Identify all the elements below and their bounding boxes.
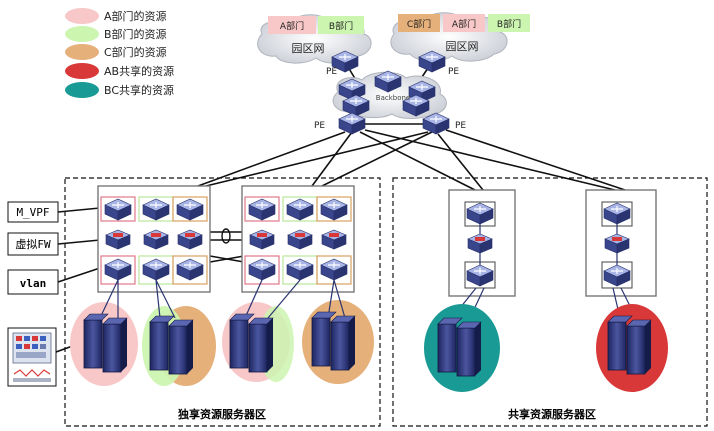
link-pe-right-block2 [321,131,433,187]
link-pe-left-block2 [311,131,353,187]
exclusive-zone-border [64,177,381,427]
legend: A部门的资源 B部门的资源 C部门的资源 AB共享的资源 BC共享的资源 [65,8,174,98]
server-ab-shared-icon [607,315,652,375]
campus-left-dept-a: A部门 [280,20,304,32]
link-pe-left-block1 [197,131,346,187]
campus-right-dept-b-box [488,14,530,32]
shared-zone-border [392,177,708,427]
legend-label-b: B部门的资源 [104,27,167,41]
shared-stack-1 [448,189,516,297]
side-labels: M_VPF 虚拟FW vlan [7,201,59,387]
shared-zone: 共享资源服务器区 [392,177,708,427]
campus-right-dept-a-box [443,14,485,32]
monitor-icon [7,327,57,387]
link-vpf [57,207,101,213]
pe-right-label: PE [455,121,466,131]
legend-label-c: C部门的资源 [104,45,167,59]
aggregation-pes: PE PE [314,112,466,135]
campus-right-dept-b: B部门 [497,18,521,30]
side-label-vpf: M_VPF [16,206,49,219]
campus-right-pe-label: PE [448,67,459,77]
link-pe-right-shared1 [437,133,484,191]
side-label-fw-box [7,232,59,256]
core-label: Backbone [376,94,410,102]
server-a-1-icon [83,313,128,373]
campus-cloud-left: A部门 B部门 园区网 PE [257,14,372,77]
core-cloud: Backbone [332,70,447,119]
shared-zone-title: 共享资源服务器区 [508,407,596,421]
legend-item-bc: BC共享的资源 [65,82,174,98]
switch-block-1 [97,185,211,293]
campus-left-name: 园区网 [292,42,325,55]
legend-swatch-c [65,44,99,60]
pe-left-label: PE [314,121,325,131]
legend-swatch-ab [65,63,99,79]
link-fw [57,239,101,245]
links [55,61,626,353]
server-bc-1-icon [149,315,194,375]
campus-right-dept-c: C部门 [407,18,431,30]
link-pe-left-shared1 [359,131,476,191]
side-label-vlan: vlan [20,277,47,290]
legend-item-ab: AB共享的资源 [65,63,174,79]
server-bc-shared-icon [437,317,482,377]
side-label-vpf-box [7,201,59,223]
campus-right-dept-c-box [398,14,440,32]
campus-left-dept-a-box [268,16,316,34]
campus-left-dept-b: B部门 [329,20,353,32]
link-pe-right-shared2 [445,129,626,191]
shared-stack-2 [585,189,657,297]
server-c-2-icon [311,311,356,371]
exclusive-zone: 独享资源服务器区 [64,177,381,427]
exclusive-zone-title: 独享资源服务器区 [177,407,266,421]
campus-right-name: 园区网 [446,40,479,53]
legend-swatch-bc [65,82,99,98]
campus-cloud-right: C部门 A部门 B部门 园区网 PE [390,12,530,77]
link-pe-right-block1 [205,131,429,187]
side-label-vlan-box [7,269,59,295]
legend-label-a: A部门的资源 [104,9,167,23]
legend-swatch-a [65,8,99,24]
legend-label-bc: BC共享的资源 [104,83,174,97]
server-ab-2-icon [229,313,274,373]
link-block-x2 [209,255,245,263]
legend-item-a: A部门的资源 [65,8,167,24]
trunk-bundle-icon [221,228,231,244]
legend-item-c: C部门的资源 [65,44,167,60]
campus-left-dept-b-box [318,16,364,34]
campus-right-dept-a: A部门 [452,18,476,30]
legend-item-b: B部门的资源 [65,26,167,42]
legend-label-ab: AB共享的资源 [104,64,174,78]
link-vlan [57,267,101,283]
legend-swatch-b [65,26,99,42]
campus-left-pe-label: PE [326,67,337,77]
link-pe-left-shared2 [364,129,616,191]
side-label-fw: 虚拟FW [15,237,51,251]
switch-block-2 [241,185,355,293]
